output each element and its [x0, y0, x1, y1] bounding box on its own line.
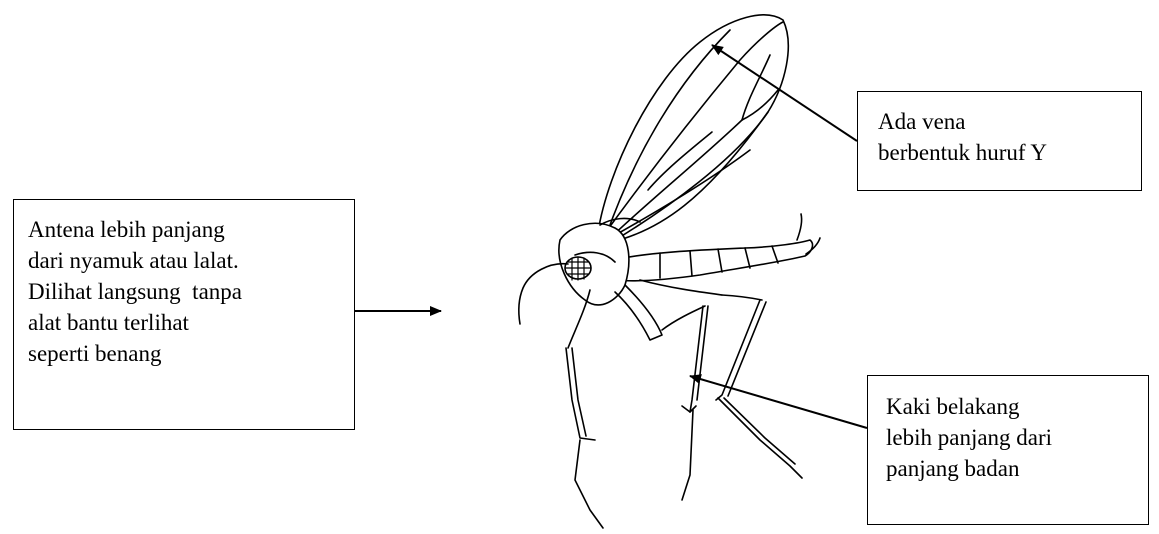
wing-vein-callout-line: Ada vena: [878, 106, 1141, 137]
wing-vein-callout-line: berbentuk huruf Y: [878, 137, 1141, 168]
antenna-callout-line: Antena lebih panjang: [28, 214, 354, 245]
insect-wing: [598, 15, 788, 242]
insect-front-leg: [566, 290, 603, 528]
hind-leg-callout-line: lebih panjang dari: [886, 422, 1148, 453]
insect-illustration: [519, 15, 820, 528]
antenna-callout-line: seperti benang: [28, 338, 354, 369]
antenna-callout-line: Dilihat langsung tanpa: [28, 276, 354, 307]
wing-vein-callout: Ada vena berbentuk huruf Y: [857, 91, 1142, 191]
insect-abdomen: [612, 214, 820, 281]
antenna-callout-line: alat bantu terlihat: [28, 307, 354, 338]
hind-leg-callout-line: panjang badan: [886, 453, 1148, 484]
arrow-hind-leg: [690, 376, 867, 428]
hind-leg-callout: Kaki belakang lebih panjang dari panjang…: [867, 375, 1149, 525]
antenna-callout-line: dari nyamuk atau lalat.: [28, 245, 354, 276]
insect-antenna: [519, 264, 568, 324]
insect-hind-leg: [640, 280, 802, 478]
hind-leg-callout-line: Kaki belakang: [886, 391, 1148, 422]
antenna-callout: Antena lebih panjang dari nyamuk atau la…: [13, 199, 355, 430]
insect-middle-leg: [615, 285, 708, 500]
